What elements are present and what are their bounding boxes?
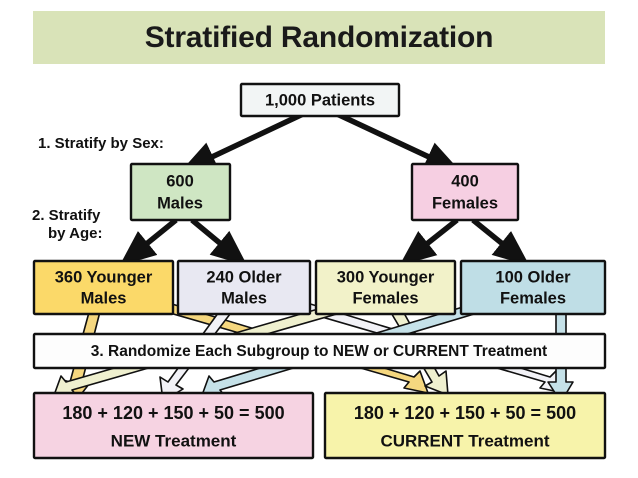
node-current-treatment-name: CURRENT Treatment xyxy=(380,431,549,450)
node-240-older-males-line1: 240 Older xyxy=(206,268,282,286)
node-100-older-females-line1: 100 Older xyxy=(495,268,571,286)
arrows-sex-to-subgroups xyxy=(119,217,530,266)
node-new-treatment-sum: 180 + 120 + 150 + 50 = 500 xyxy=(62,403,284,423)
node-600-males-count: 600 xyxy=(166,172,194,190)
node-new-treatment[interactable]: 180 + 120 + 150 + 50 = 500 NEW Treatment xyxy=(32,391,315,460)
stratified-randomization-diagram: 1,000 Patients 1. Stratify by Sex: 600 M… xyxy=(32,82,607,460)
arrows-root-to-sex xyxy=(180,111,461,172)
node-600-males[interactable]: 600 Males xyxy=(129,162,232,222)
node-new-treatment-name: NEW Treatment xyxy=(111,431,237,450)
node-total-patients[interactable]: 1,000 Patients xyxy=(239,82,401,118)
node-400-females[interactable]: 400 Females xyxy=(410,162,520,222)
step-label-stratify-by-sex: 1. Stratify by Sex: xyxy=(38,135,164,152)
page-title: Stratified Randomization xyxy=(144,20,494,54)
node-current-treatment[interactable]: 180 + 120 + 150 + 50 = 500 CURRENT Treat… xyxy=(323,391,607,460)
node-360-younger-males[interactable]: 360 Younger Males xyxy=(32,259,175,316)
node-400-females-name: Females xyxy=(432,194,498,212)
node-360-younger-males-line1: 360 Younger xyxy=(55,268,153,286)
node-100-older-females[interactable]: 100 Older Females xyxy=(459,259,607,316)
node-300-younger-females-line2: Females xyxy=(352,289,418,307)
title-banner: Stratified Randomization xyxy=(33,11,605,64)
svg-text:2. Stratify: 2. Stratify xyxy=(32,207,101,224)
node-400-females-count: 400 xyxy=(451,172,479,190)
node-randomize-bar-label: 3. Randomize Each Subgroup to NEW or CUR… xyxy=(91,343,547,360)
svg-text:by Age:: by Age: xyxy=(48,225,102,242)
node-total-patients-label: 1,000 Patients xyxy=(265,91,375,109)
node-randomize-bar[interactable]: 3. Randomize Each Subgroup to NEW or CUR… xyxy=(32,332,607,370)
node-300-younger-females-line1: 300 Younger xyxy=(337,268,435,286)
node-240-older-males-line2: Males xyxy=(221,289,267,307)
node-100-older-females-line2: Females xyxy=(500,289,566,307)
node-600-males-name: Males xyxy=(157,194,203,212)
node-300-younger-females[interactable]: 300 Younger Females xyxy=(314,259,457,316)
step-label-stratify-by-age: 2. Stratify by Age: xyxy=(32,207,102,242)
node-360-younger-males-line2: Males xyxy=(81,289,127,307)
node-current-treatment-sum: 180 + 120 + 150 + 50 = 500 xyxy=(354,403,576,423)
node-240-older-males[interactable]: 240 Older Males xyxy=(176,259,312,316)
svg-text:1. Stratify by Sex:: 1. Stratify by Sex: xyxy=(38,135,164,152)
